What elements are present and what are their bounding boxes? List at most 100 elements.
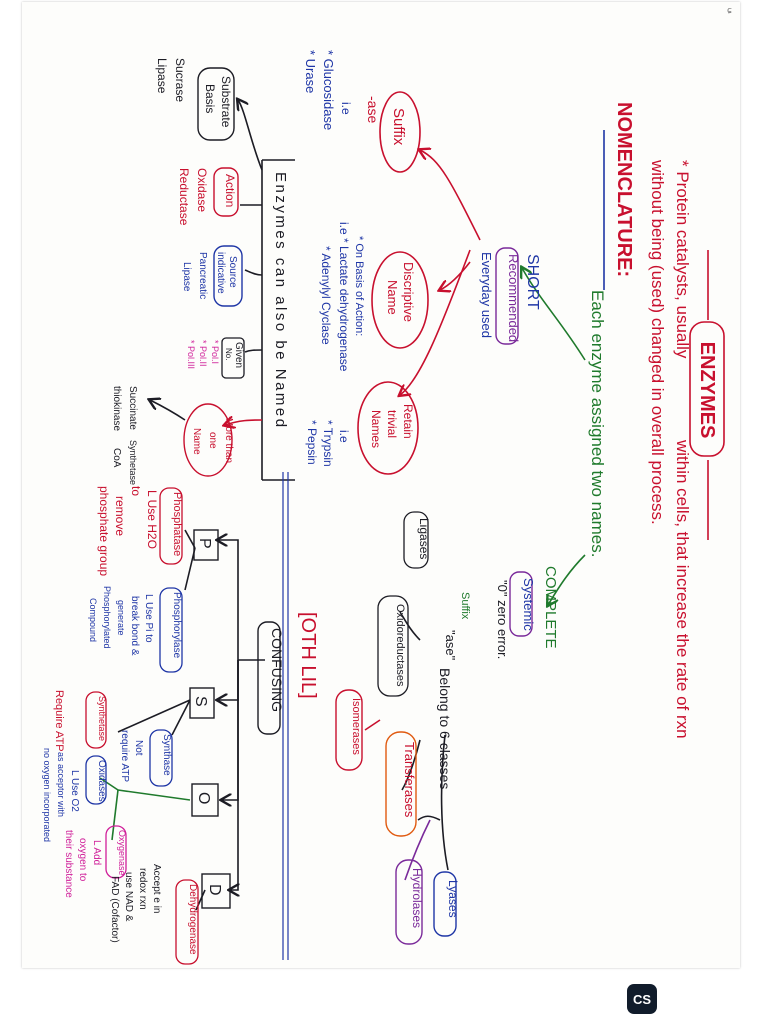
given-line2: No.: [224, 348, 233, 360]
suffix-example-2: * Urase: [303, 50, 318, 93]
phosphatase-desc-4: phosphate group: [97, 486, 111, 576]
o-letter: O: [195, 792, 212, 804]
action-bubble: [213, 167, 239, 217]
substrate-example-1: Sucrase: [173, 58, 187, 102]
oxygenase-label: Oxygenase: [117, 830, 127, 876]
trivial-bubble: [357, 381, 419, 475]
definition-line-1b: within cells, that increase the rate of …: [673, 439, 692, 739]
phosphorylase-label: Phosphorylase: [171, 592, 182, 659]
trivial-branch: Retain trivial Names i.e * Trypsin * Pep…: [305, 381, 419, 475]
o-box: [191, 783, 219, 817]
given-example-1: * Pol.I: [210, 340, 220, 364]
isomerases-bubble: [335, 689, 363, 771]
complete-label: COMPLETE: [542, 566, 559, 649]
phosphatase-desc-2: to: [129, 486, 143, 496]
zero-error-label: "0" zero error.: [495, 580, 510, 659]
mnemonic-label: [OTH LIL]: [297, 612, 319, 699]
oxygenase-bubble: [105, 825, 127, 879]
connector-lines: [99, 100, 709, 960]
succinate-synthetase: Synthetase: [128, 440, 138, 485]
synthase-bubble: [149, 729, 173, 787]
substrate-line2: Basis: [203, 84, 217, 113]
also-named-header: Enzymes can also be Named: [272, 172, 289, 430]
page-margin-mark: ɕ: [727, 6, 732, 16]
d-letter: D: [206, 884, 223, 896]
oxidases-desc-2: as acceptor with: [56, 752, 66, 817]
s-box: [189, 687, 215, 719]
d-box: [201, 873, 231, 909]
phosphorylase-desc-3: generate: [116, 600, 126, 636]
definition-text: * Protein catalysts, usually within cell…: [648, 159, 692, 739]
transferases-bubble: [385, 731, 417, 837]
suffix-bubble: [379, 91, 421, 173]
everyday-label: Everyday used: [479, 252, 494, 338]
recommended-bubble: [495, 247, 519, 345]
phosphatase-bubble: [159, 487, 183, 565]
more-line1: More than: [223, 418, 234, 463]
suffix-small-label: Suffix: [459, 592, 471, 620]
given-example-3: * Pol.III: [186, 340, 196, 369]
class-hydrolases: Hydrolases: [410, 868, 424, 928]
substrate-bubble: [197, 67, 235, 141]
trivial-ie: i.e: [337, 430, 351, 443]
source-bubble: [213, 245, 243, 307]
action-example-2: Reductase: [177, 168, 191, 226]
synthase-desc-2: require ATP: [119, 730, 130, 782]
descriptive-note-1: * On Basis of Action:: [353, 236, 365, 336]
complete-branch: COMPLETE Systemic "0" zero error. Suffix…: [297, 511, 559, 945]
oxygenase-desc-1: L Add: [91, 840, 102, 865]
hydrolases-bubble: [395, 859, 423, 945]
systemic-label: Systemic: [521, 578, 536, 631]
trivial-example-2: * Pepsin: [305, 420, 319, 465]
oxidases-desc-1: L Use O2: [69, 770, 80, 812]
trivial-bubble-line1: Retain: [401, 404, 415, 439]
phosphorylase-bubble: [159, 587, 183, 673]
systemic-bubble: [509, 571, 533, 637]
p-letter: P: [196, 538, 213, 549]
oxygenase-desc-3: their substance: [63, 830, 74, 898]
phosphatase-desc-3: remove: [113, 496, 127, 536]
source-line1: Source: [227, 256, 238, 288]
class-oxidoreductases: Oxidoreductases: [394, 604, 406, 687]
dehydro-desc-1: Accept e in: [151, 864, 162, 913]
substrate-line1: Substrate: [219, 76, 233, 128]
recommended-label: Recommended: [506, 254, 521, 342]
belong-label: Belong to 6 classes: [437, 668, 453, 789]
also-named-branch: Enzymes can also be Named Substrate Basi…: [111, 58, 289, 485]
action-label: Action: [223, 174, 237, 207]
substrate-example-2: Lipase: [155, 58, 169, 94]
phosphorylase-desc-4: Phosphorylated: [102, 586, 112, 649]
succinate-coa: CoA: [111, 448, 122, 468]
synthetase-label: Synthetase: [97, 696, 107, 741]
notebook-page: ɕ: [22, 2, 740, 968]
s-letter: S: [192, 696, 209, 707]
suffix-ase-label: "ase": [443, 630, 458, 661]
suffix-ie: i.e: [339, 102, 353, 115]
trivial-bubble-line3: Names: [369, 410, 383, 448]
class-lyases: Lyases: [446, 880, 460, 918]
action-example-1: Oxidase: [195, 168, 209, 212]
synthetase-desc: Require ATP: [53, 690, 65, 752]
dehydrogenase-label: Dehydrogenase: [187, 884, 198, 955]
oxygenase-desc-2: oxygen to: [77, 838, 88, 882]
p-box: [193, 529, 219, 561]
trivial-bubble-line2: trivial: [385, 410, 399, 438]
phosphatase-label: Phosphatase: [171, 492, 183, 556]
descriptive-bubble-line2: Name: [385, 280, 400, 315]
given-example-2: * Pol.II: [198, 340, 208, 367]
definition-line-1a: * Protein catalysts, usually: [673, 160, 692, 359]
title-block: ENZYMES: [689, 321, 725, 457]
oxidases-label: Oxidases: [96, 760, 107, 802]
descriptive-bubble: [371, 251, 429, 349]
oxidases-bubble: [85, 755, 107, 805]
descriptive-note-2: i.e * Lactate dehydrogenase: [337, 222, 351, 372]
dehydrogenase-bubble: [175, 879, 199, 965]
given-number-box: [221, 337, 245, 379]
scanner-app-logo[interactable]: CS: [627, 984, 657, 1014]
suffix-branch: Suffix -ase i.e * Glucosidase * Urase: [303, 50, 421, 173]
dehydro-desc-4: FAD (Cofactor): [109, 876, 120, 943]
page-title: ENZYMES: [696, 342, 718, 439]
assigned-note: Each enzyme assigned two names.: [588, 290, 607, 557]
lyases-bubble: [433, 871, 457, 937]
